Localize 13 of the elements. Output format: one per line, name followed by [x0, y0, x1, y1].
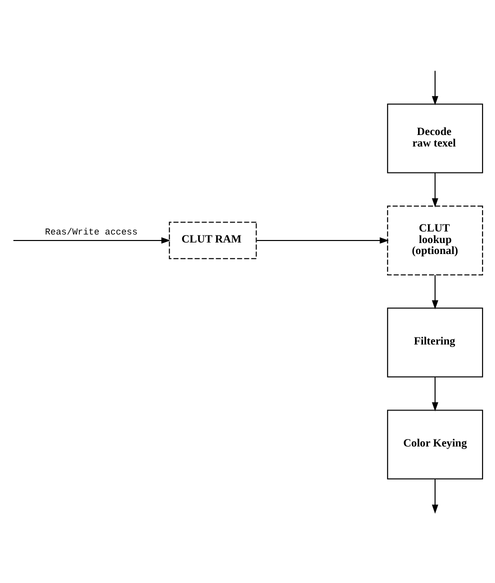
arrow — [13, 237, 170, 244]
node-box: CLUT lookup (optional) — [387, 206, 484, 276]
arrow — [256, 237, 389, 244]
arrow — [432, 70, 438, 106]
node-box: CLUT RAM — [168, 222, 257, 260]
arrow — [432, 377, 438, 412]
edge-label: Reas/Write access — [44, 226, 138, 238]
arrow — [432, 275, 438, 310]
node-box: Decode raw texel — [387, 104, 484, 174]
node-box: Filtering — [387, 308, 484, 378]
node-box: Color Keying — [387, 410, 484, 480]
arrow — [432, 173, 438, 208]
arrow — [432, 479, 438, 514]
